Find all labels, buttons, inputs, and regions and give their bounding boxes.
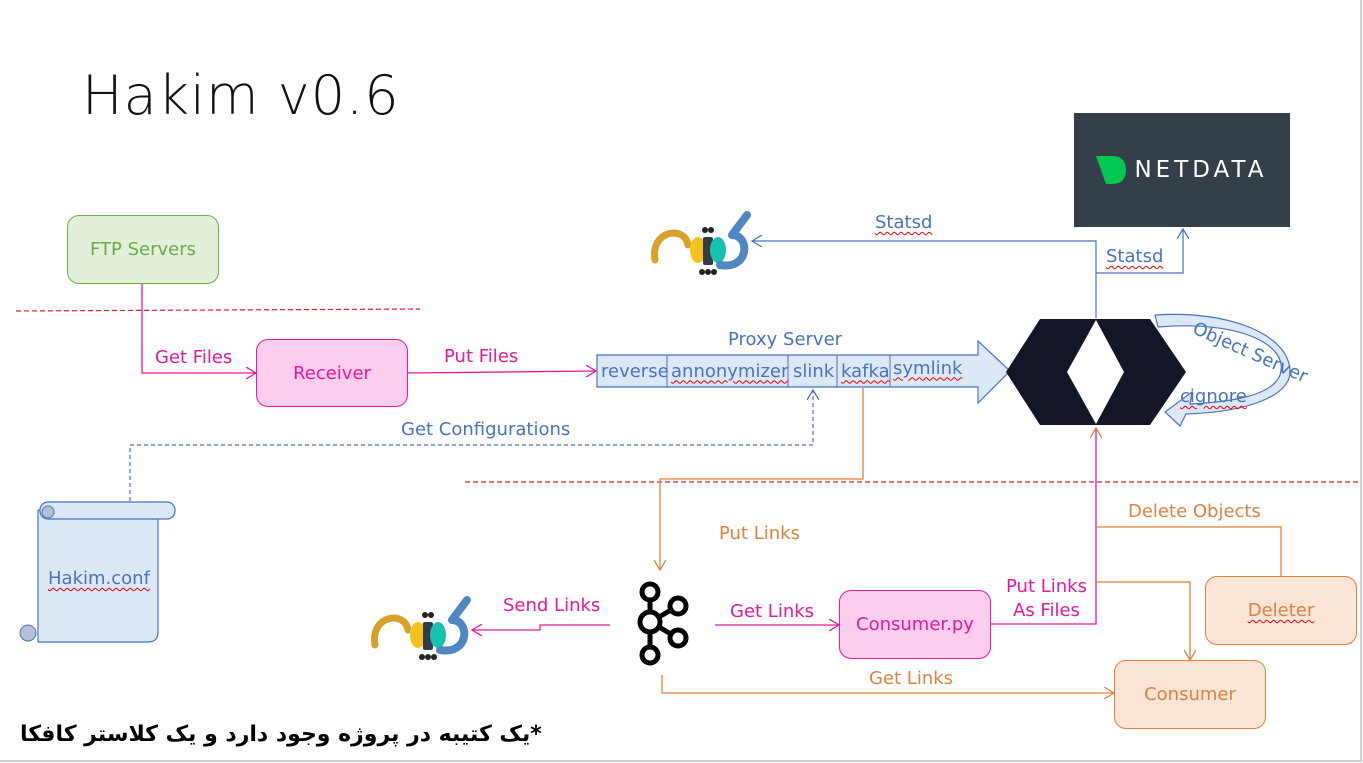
put-links-as-files-label-2: As Files	[1013, 600, 1080, 621]
edge-get-links-consumer	[661, 675, 1114, 693]
cignore-label: cignore	[1180, 386, 1247, 407]
edge-statsd-to-netdata	[1096, 229, 1183, 274]
kafka-logo	[637, 581, 689, 666]
ftp-servers-node[interactable]: FTP Servers	[67, 215, 219, 284]
receiver-node[interactable]: Receiver	[256, 339, 408, 407]
put-files-label: Put Files	[444, 346, 519, 367]
footnote: *یک کتیبه در پروژه وجود دارد و یک کلاستر…	[20, 722, 542, 747]
edge-put-links	[660, 388, 864, 570]
put-links-label: Put Links	[719, 523, 800, 544]
proxy-server-arrow	[596, 339, 1011, 405]
edge-put-links-as-files	[991, 428, 1096, 625]
edge-put-files	[407, 371, 596, 373]
edge-send-links	[472, 625, 610, 630]
netdata-text: NETDATA	[1134, 157, 1268, 183]
netdata-leaf-icon	[1096, 156, 1127, 184]
statsd-label-top: Statsd	[875, 212, 933, 233]
page-title: Hakim v0.6	[82, 64, 400, 127]
config-file-scroll	[19, 501, 176, 643]
deleter-label: Deleter	[1247, 600, 1315, 621]
proxy-module-slink[interactable]: slink	[793, 360, 835, 382]
statsd-label-netdata: Statsd	[1106, 246, 1164, 267]
get-configurations-label: Get Configurations	[401, 419, 571, 440]
proxy-server-label: Proxy Server	[728, 329, 843, 350]
consumer-node[interactable]: Consumer	[1114, 660, 1266, 729]
katibe-logo-bottom	[371, 596, 471, 660]
proxy-module-kafka[interactable]: kafka	[841, 360, 890, 382]
divider-top	[15, 308, 421, 312]
proxy-module-reverse[interactable]: reverse	[601, 360, 669, 382]
get-files-label: Get Files	[155, 347, 233, 368]
delete-objects-label: Delete Objects	[1128, 501, 1261, 522]
consumer-py-node[interactable]: Consumer.py	[839, 590, 991, 659]
get-links-consumer-label: Get Links	[869, 668, 954, 689]
edge-get-files	[141, 284, 256, 373]
config-file-label[interactable]: Hakim.conf	[48, 568, 150, 589]
proxy-module-annonymizer[interactable]: annonymizer	[671, 360, 789, 382]
get-links-py-label: Get Links	[730, 601, 815, 622]
netdata-logo: NETDATA	[1074, 113, 1290, 227]
put-links-as-files-label-1: Put Links	[1006, 576, 1087, 597]
edge-statsd-to-logo	[752, 241, 1097, 318]
edge-delete-objects	[1096, 526, 1282, 576]
deleter-node[interactable]: Deleter	[1205, 576, 1357, 645]
object-server-loop	[1154, 313, 1291, 427]
katibe-logo-top	[651, 211, 751, 275]
proxy-module-symlink[interactable]: symlink	[893, 357, 963, 379]
edge-to-consumer	[1096, 581, 1190, 660]
send-links-label: Send Links	[503, 595, 601, 616]
